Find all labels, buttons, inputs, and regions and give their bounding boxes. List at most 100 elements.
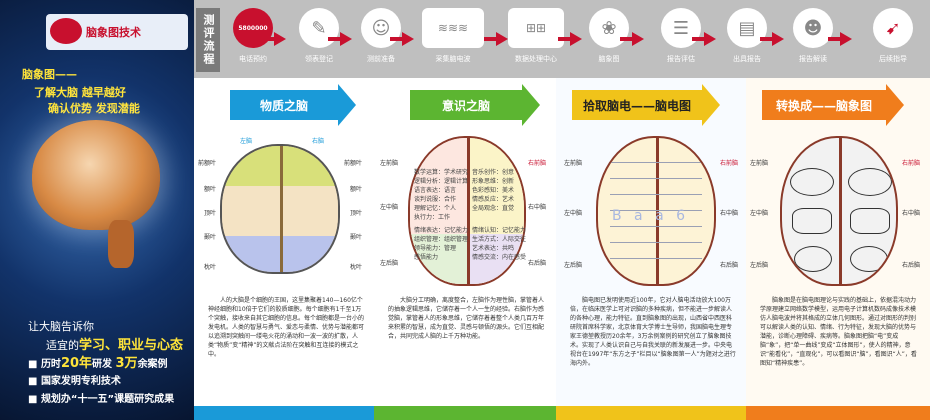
eeg-trace bbox=[610, 226, 702, 227]
eeg-diagram: B a a 6 bbox=[596, 136, 716, 286]
label-parietal-right: 顶叶 bbox=[350, 210, 363, 217]
panel4-title: 转换成——脑象图 bbox=[762, 90, 886, 120]
label-left-back: 左后脑 bbox=[564, 262, 583, 269]
bottom-subline: 适宜的学习、职业与心态 bbox=[46, 334, 183, 353]
panel1-color-bar bbox=[194, 406, 374, 420]
brainmap-diagram bbox=[780, 136, 898, 286]
label-temporal-left: 颞叶 bbox=[204, 234, 217, 241]
step-label: 出具报告 bbox=[733, 55, 761, 63]
step-label: 报告解读 bbox=[799, 55, 827, 63]
step-label: 后续指导 bbox=[879, 55, 907, 63]
attractor-shape bbox=[790, 168, 834, 196]
watermark-letters: B a a 6 bbox=[612, 208, 690, 224]
step-interpret: ☻报告解读 bbox=[782, 4, 844, 76]
label-left-mid: 左中脑 bbox=[564, 210, 583, 217]
phone-icon: 5800000 bbox=[233, 8, 273, 48]
eeg-trace bbox=[610, 162, 702, 163]
attractor-shape bbox=[850, 246, 888, 272]
arrow-icon bbox=[702, 84, 720, 126]
arrow-icon bbox=[484, 32, 508, 46]
step-label: 电话预约 bbox=[239, 55, 267, 63]
left-banner: 脑象图技术 脑象图—— 了解大脑 越早越好 确认优势 发现潜能 让大脑告诉你 适… bbox=[0, 0, 194, 420]
bullet-patent: ■ 国家发明专利技术 bbox=[28, 376, 121, 387]
right-back-region bbox=[467, 234, 524, 284]
brand-name: 脑象图技术 bbox=[86, 26, 141, 39]
brain-illustration bbox=[32, 120, 160, 230]
panel2-title: 意识之脑 bbox=[410, 90, 522, 120]
step-followup: ➹后续指导 bbox=[862, 4, 924, 76]
bottom-headline: 让大脑告诉你 bbox=[28, 320, 94, 333]
right-front-functions: 音乐创作：创意形象思维：创新色彩感知：美术情感反应：艺术全局观念：直觉 bbox=[472, 169, 515, 212]
label-left-back: 左后脑 bbox=[380, 260, 399, 267]
eeg-trace bbox=[610, 210, 702, 211]
label-left-front: 左前脑 bbox=[750, 160, 769, 167]
step-collect: ≋≋≋采集脑电波 bbox=[418, 4, 488, 76]
slogan-line2: 确认优势 发现潜能 bbox=[48, 102, 140, 115]
bottom-emphasis: 学习、职业与心态 bbox=[79, 338, 184, 353]
panel4-color-bar bbox=[746, 406, 930, 420]
label-prefrontal-left: 前额叶 bbox=[198, 160, 217, 167]
label-right-back: 右后脑 bbox=[528, 260, 547, 267]
attractor-shape bbox=[792, 208, 832, 234]
brainmap-icon: ❀ bbox=[589, 8, 629, 48]
eeg-trace bbox=[610, 242, 702, 243]
slogan-title: 脑象图—— bbox=[22, 68, 77, 81]
step-phone: 5800000 电话预约 bbox=[222, 4, 284, 76]
panel-eeg: 拾取脑电——脑电图 B a a 6 左前脑 右前脑 左中脑 右中脑 左后脑 右后… bbox=[556, 78, 746, 420]
attractor-shape bbox=[850, 208, 890, 234]
arrow-icon bbox=[620, 32, 644, 46]
bullet-project: ■ 规划办“十一五”课题研究成果 bbox=[28, 394, 175, 405]
left-back-region bbox=[410, 234, 467, 284]
brand-logo: 脑象图技术 bbox=[46, 14, 188, 50]
eeg-trace bbox=[610, 258, 702, 259]
brain-function-diagram bbox=[408, 136, 526, 286]
step-evaluate: ☰报告评估 bbox=[650, 4, 712, 76]
arrow-icon bbox=[692, 32, 716, 46]
label-parietal-left: 顶叶 bbox=[204, 210, 217, 217]
panel4-description: 脑象图是在脑电图理论与实践的基础上，依据混沌动力学原理建立网络数学模型，运用电子… bbox=[760, 297, 917, 367]
bullet-research: ■ 历时20年研发 3万余案例 bbox=[28, 356, 168, 371]
step-prepare: ☺ 测前准备 bbox=[350, 4, 412, 76]
step-label: 测前准备 bbox=[367, 55, 395, 63]
step-label: 报告评估 bbox=[667, 55, 695, 63]
right-back-functions: 情绪认知：记忆能力生活方式：人际交往艺术表达：共鸣情感交流：内在感受 bbox=[472, 227, 527, 261]
step-register: ✎领表登记 bbox=[288, 4, 350, 76]
label-left-brain: 左脑 bbox=[240, 138, 253, 145]
brain-midline bbox=[839, 138, 842, 284]
eeg-trace bbox=[610, 178, 702, 179]
step-label: 脑象图 bbox=[598, 55, 620, 63]
arrow-icon bbox=[338, 84, 356, 126]
panel2-description: 大脑分工明确，离度整合，左脑作为理性脑，掌管着人的抽象逻辑思维，它储存着一个人一… bbox=[388, 297, 545, 340]
panel-conscious-brain: 意识之脑 数学运算：学术研究逻辑分析：逻辑计算语言表达：语言谈判说服：合作理解记… bbox=[374, 78, 556, 420]
label-left-front: 左前脑 bbox=[564, 160, 583, 167]
label-left-mid: 左中脑 bbox=[750, 210, 769, 217]
label-frontal-right: 额叶 bbox=[350, 186, 363, 193]
panel1-description: 人的大脑是个细胞的王国，这里集聚着140—160亿个神经细胞和10倍于它们的胶质… bbox=[208, 297, 365, 358]
brain-lobes-diagram bbox=[220, 144, 340, 274]
arrow-icon bbox=[390, 32, 414, 46]
label-right-mid: 右中脑 bbox=[528, 204, 547, 211]
arrow-icon bbox=[828, 32, 852, 46]
label-left-back: 左后脑 bbox=[750, 262, 769, 269]
step-datacenter: ⊞⊞数据处理中心 bbox=[502, 4, 570, 76]
attractor-shape bbox=[794, 246, 832, 272]
smile-icon: ☺ bbox=[361, 8, 401, 48]
panel1-title: 物质之脑 bbox=[230, 90, 338, 120]
wave-icon: ≋≋≋ bbox=[422, 8, 484, 48]
process-title: 测评流程 bbox=[196, 8, 220, 72]
label-left-front: 左前脑 bbox=[380, 160, 399, 167]
label-right-mid: 右中脑 bbox=[902, 210, 921, 217]
label-occipital-right: 枕叶 bbox=[350, 264, 363, 271]
label-occipital-left: 枕叶 bbox=[204, 264, 217, 271]
arrow-icon bbox=[558, 32, 582, 46]
attractor-shape bbox=[848, 168, 892, 196]
label-right-front: 右前脑 bbox=[720, 160, 739, 167]
panel3-color-bar bbox=[556, 406, 746, 420]
label-right-mid: 右中脑 bbox=[720, 210, 739, 217]
brain-midline bbox=[280, 146, 283, 272]
brain-stem-illustration bbox=[108, 220, 134, 268]
left-front-functions: 数学运算：学术研究逻辑分析：逻辑计算语言表达：语言谈判说服：合作理解记忆：个人执… bbox=[414, 169, 469, 221]
label-temporal-right: 颞叶 bbox=[350, 234, 363, 241]
arrow-icon bbox=[262, 32, 286, 46]
panel-physical-brain: 物质之脑 左脑 右脑 前额叶 前额叶 额叶 额叶 顶叶 顶叶 颞叶 颞叶 枕叶 … bbox=[194, 78, 374, 420]
